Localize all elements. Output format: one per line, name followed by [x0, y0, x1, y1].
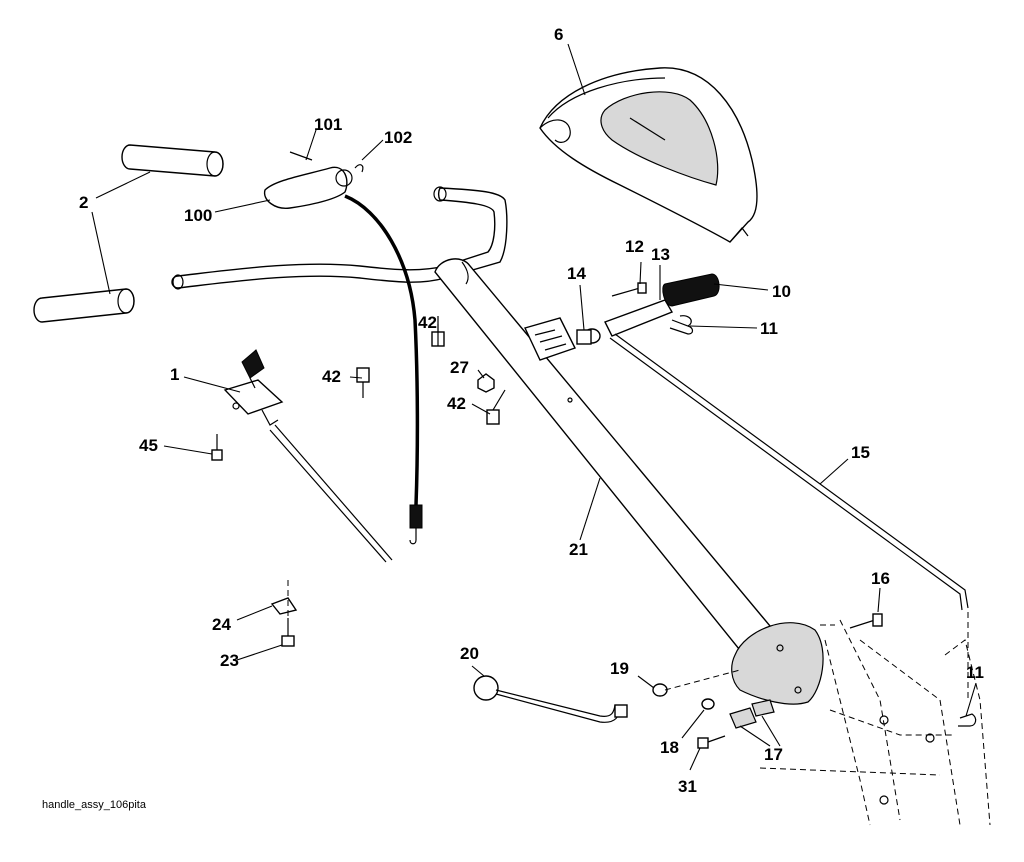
callout-6: 6 — [554, 25, 563, 44]
tiller-frame-outline — [759, 619, 991, 826]
handlebar — [171, 186, 508, 290]
main-handle-tube — [434, 258, 824, 705]
callout-42-mid: 42 — [447, 394, 466, 413]
callout-2: 2 — [79, 193, 88, 212]
callout-20: 20 — [460, 644, 479, 663]
callout-24: 24 — [212, 615, 231, 634]
callout-11-upper: 11 — [760, 319, 778, 338]
callout-27: 27 — [450, 358, 469, 377]
callout-42-left: 42 — [322, 367, 341, 386]
callout-labels: 6 101 102 2 100 12 13 14 10 42 11 27 1 4… — [42, 25, 984, 811]
callout-18: 18 — [660, 738, 679, 757]
console-cover — [539, 67, 758, 243]
hardware — [211, 282, 977, 749]
callout-10: 10 — [772, 282, 791, 301]
callout-19: 19 — [610, 659, 629, 678]
callout-31: 31 — [678, 777, 697, 796]
shift-rod — [609, 333, 969, 611]
drive-lever — [583, 273, 720, 344]
control-cable — [344, 194, 423, 545]
callout-14: 14 — [567, 264, 586, 283]
callout-23: 23 — [220, 651, 239, 670]
diagram-caption: handle_assy_106pita — [42, 799, 147, 811]
control-bracket — [524, 317, 576, 361]
callout-12: 12 — [625, 237, 644, 256]
callout-17: 17 — [764, 745, 783, 764]
leader-lines — [91, 43, 977, 771]
callout-101: 101 — [314, 115, 342, 134]
callout-16: 16 — [871, 569, 890, 588]
callout-21: 21 — [569, 540, 588, 559]
cable-clamp — [263, 151, 364, 209]
callout-13: 13 — [651, 245, 670, 264]
shift-lever — [473, 675, 628, 723]
callout-15: 15 — [851, 443, 870, 462]
handle-grip-lower — [33, 288, 135, 323]
callout-1: 1 — [170, 365, 179, 384]
handle-grip-upper — [121, 144, 224, 177]
callout-45: 45 — [139, 436, 158, 455]
callout-102: 102 — [384, 128, 412, 147]
callout-100: 100 — [184, 206, 212, 225]
callout-11-lower: 11 — [966, 663, 984, 682]
callout-42-top: 42 — [418, 313, 437, 332]
lever-bracket — [223, 349, 393, 563]
